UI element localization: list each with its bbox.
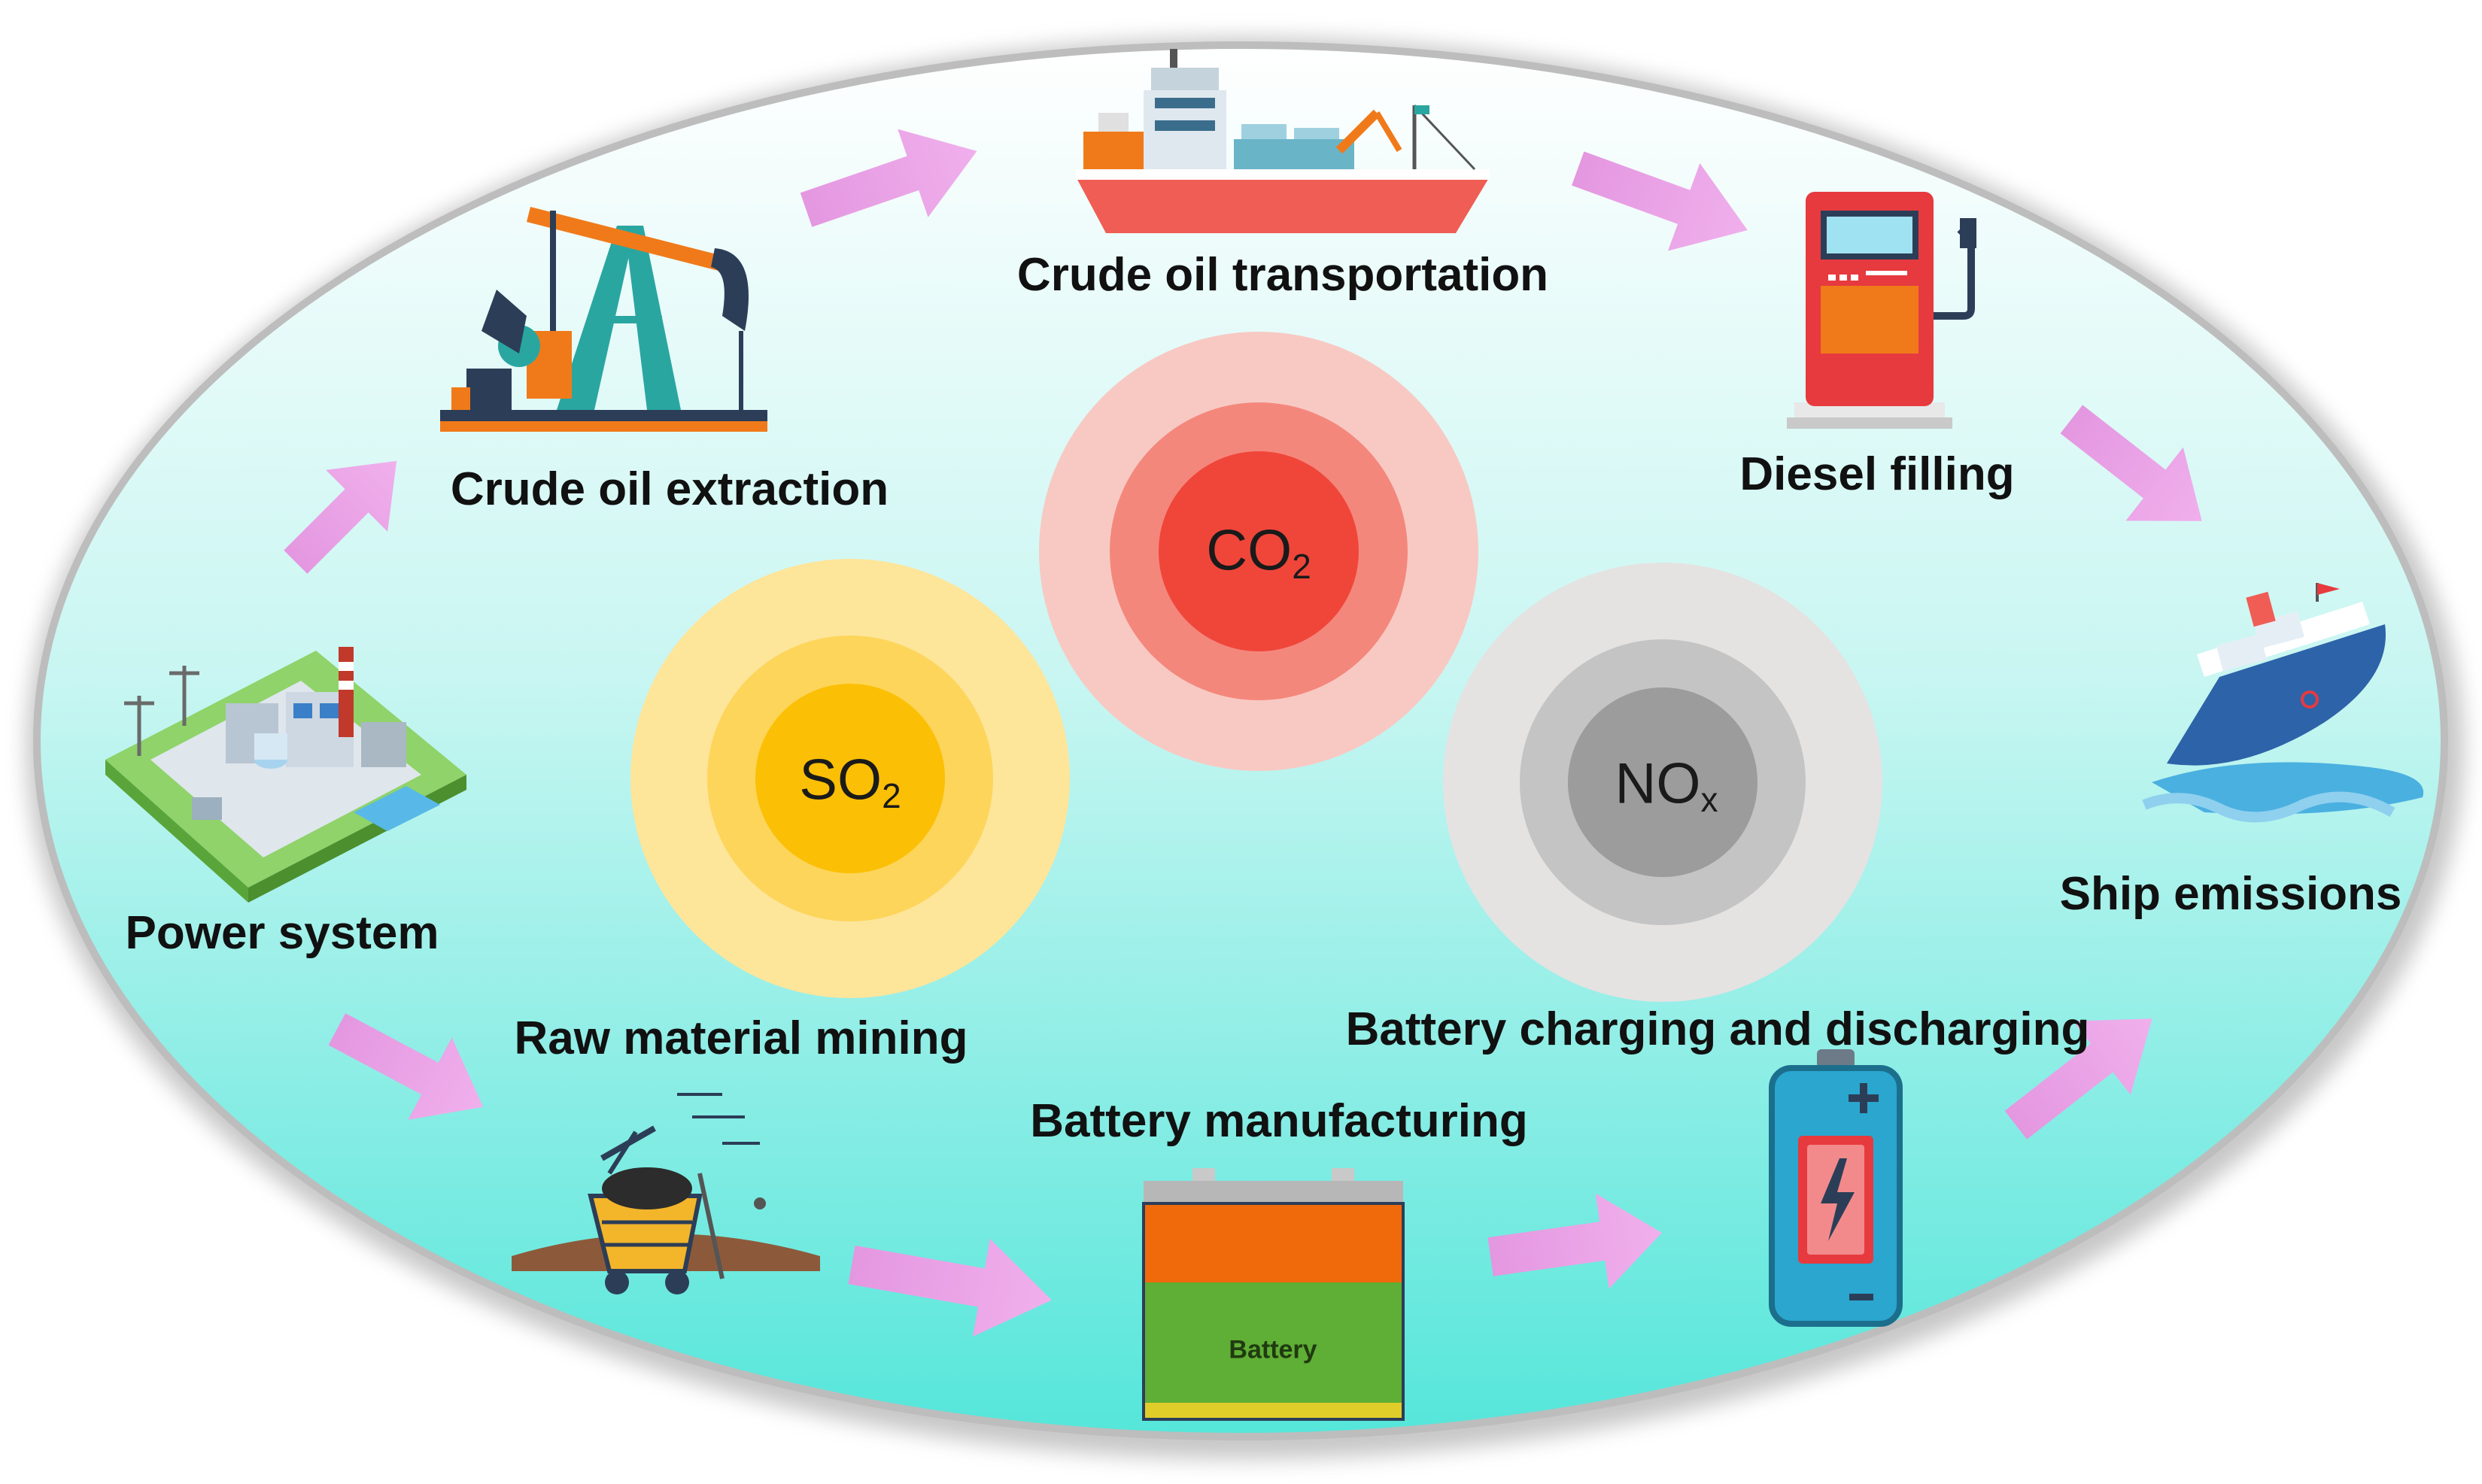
label-battery-charging-discharging: Battery charging and discharging	[1345, 1003, 2090, 1055]
label-diesel-filling: Diesel filling	[1739, 448, 2015, 500]
label-so2: SO2	[799, 751, 901, 813]
arrow-charging-to-ship	[2004, 1018, 2152, 1140]
nox-subscript: x	[1700, 779, 1718, 819]
so2-circle	[630, 559, 1070, 998]
arrow-mining-to-manufacturing	[848, 1238, 1052, 1337]
battery-inner-label: Battery	[1229, 1335, 1317, 1364]
charging-battery-icon	[1769, 1049, 1903, 1327]
arrow-transport-to-diesel	[1572, 151, 1748, 251]
battery-block-icon	[1142, 1168, 1405, 1421]
arrow-diesel-to-ship	[2060, 405, 2202, 521]
label-battery-manufacturing: Battery manufacturing	[1030, 1095, 1528, 1147]
so2-subscript: 2	[882, 775, 901, 815]
mining-cart-icon	[512, 1093, 820, 1294]
label-ship-emissions: Ship emissions	[2059, 868, 2402, 920]
fuel-pump-icon	[1787, 192, 1976, 429]
arrow-manufacturing-to-charging	[1487, 1193, 1662, 1289]
power-plant-icon	[105, 647, 466, 903]
label-raw-material-mining: Raw material mining	[514, 1012, 968, 1064]
co2-base-text: CO	[1206, 518, 1293, 583]
flow-arrows	[284, 129, 2202, 1337]
co2-subscript: 2	[1292, 546, 1311, 586]
label-nox: NOx	[1615, 755, 1718, 817]
nox-circle	[1443, 563, 1882, 1002]
label-crude-oil-transportation: Crude oil transportation	[1016, 249, 1549, 301]
label-power-system: Power system	[125, 907, 439, 959]
oil-pump-icon	[440, 207, 767, 432]
nox-base-text: NO	[1615, 751, 1701, 816]
label-crude-oil-extraction: Crude oil extraction	[450, 463, 889, 515]
label-co2: CO2	[1206, 522, 1311, 584]
co2-circle	[1039, 332, 1478, 771]
tanker-ship-icon	[1076, 49, 1490, 233]
so2-base-text: SO	[799, 748, 883, 812]
cruise-ship-icon	[2142, 583, 2424, 823]
arrow-power-to-mining	[328, 1013, 484, 1120]
arrow-extraction-to-transport	[800, 129, 977, 227]
arrow-power-to-extraction	[284, 460, 397, 574]
